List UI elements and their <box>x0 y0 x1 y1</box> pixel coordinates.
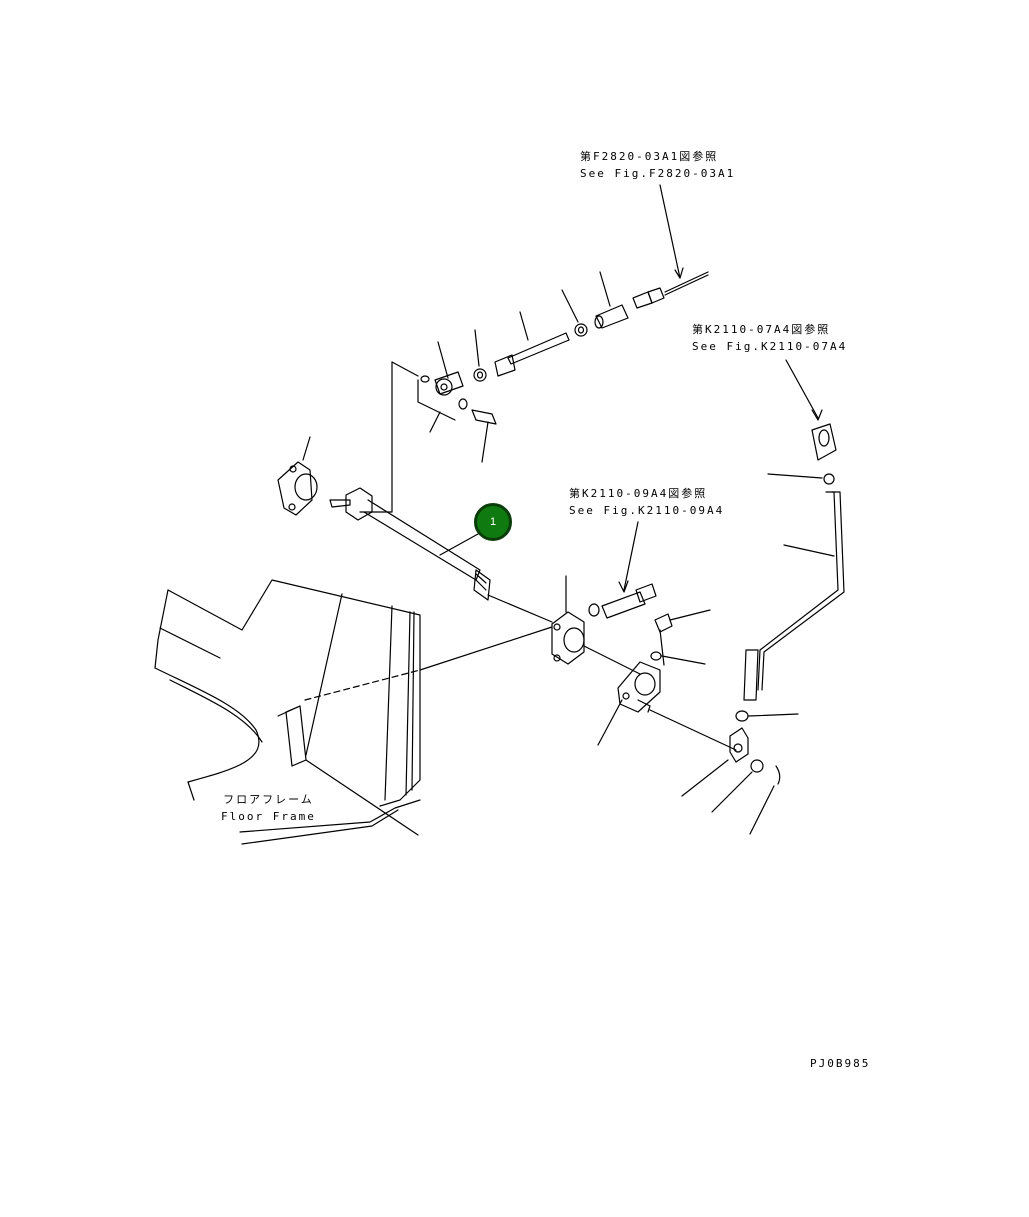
reference-k2110-09-jp: 第K2110-09A4図参照 <box>569 487 708 500</box>
drawing-code: PJ0B985 <box>810 1057 871 1070</box>
part-callout-1[interactable]: 1 <box>474 503 512 541</box>
floor-frame-en: Floor Frame <box>221 810 316 823</box>
reference-k2110-07: 第K2110-07A4図参照 See Fig.K2110-07A4 <box>692 321 847 355</box>
cable-assembly <box>359 184 709 513</box>
reference-k2110-07-en: See Fig.K2110-07A4 <box>692 340 848 353</box>
floor-frame-label: フロアフレーム Floor Frame <box>221 791 316 825</box>
reference-f2820: 第F2820-03A1図参照 See Fig.F2820-03A1 <box>580 148 735 182</box>
reference-f2820-en: See Fig.F2820-03A1 <box>580 167 736 180</box>
reference-k2110-09-en: See Fig.K2110-09A4 <box>569 504 725 517</box>
right-bearing-bracket <box>551 575 641 675</box>
left-bearing-bracket <box>277 436 318 516</box>
control-rod <box>681 359 845 835</box>
reference-f2820-jp: 第F2820-03A1図参照 <box>580 150 719 163</box>
floor-frame-jp: フロアフレーム <box>223 793 314 806</box>
lever-block <box>597 661 737 751</box>
bolt-washer <box>588 521 711 666</box>
reference-k2110-07-jp: 第K2110-07A4図参照 <box>692 323 831 336</box>
main-shaft <box>329 487 553 623</box>
floor-frame <box>154 579 553 845</box>
reference-k2110-09: 第K2110-09A4図参照 See Fig.K2110-09A4 <box>569 485 724 519</box>
